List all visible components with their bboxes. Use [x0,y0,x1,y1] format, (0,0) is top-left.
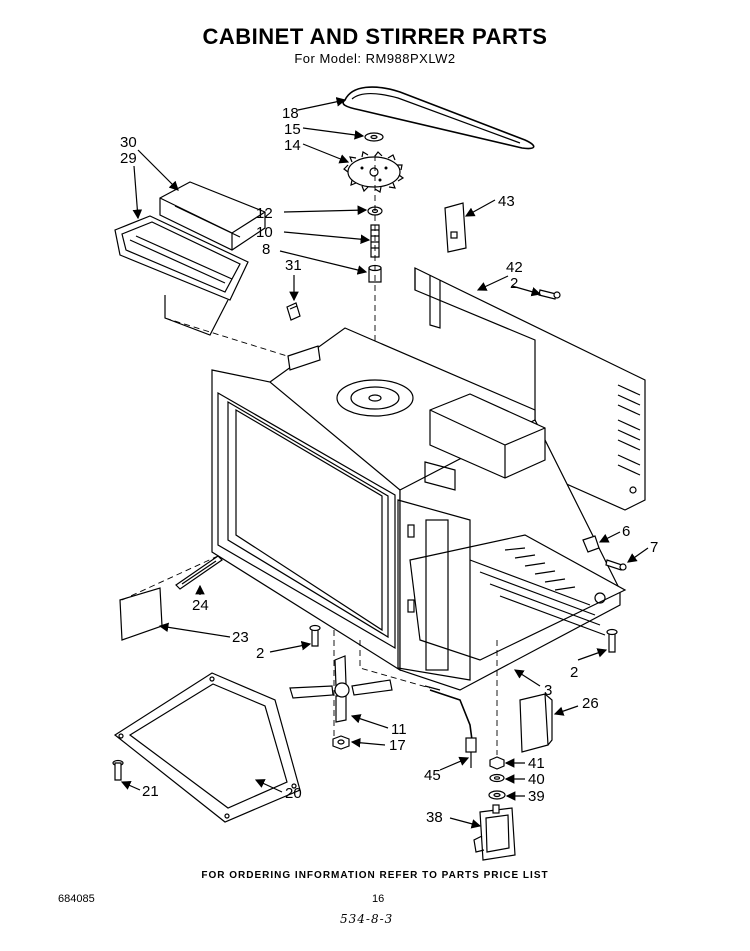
part-24-strip [175,555,223,590]
screw-2-rear [538,289,561,300]
callout-39: 39 [528,788,545,805]
callout-labels: 18 15 14 30 29 12 10 8 31 43 42 2 6 7 24… [120,105,658,826]
part-38-motor [473,804,516,861]
callout-31: 31 [285,257,302,274]
part-31-clip [286,302,301,321]
page-title: CABINET AND STIRRER PARTS [202,24,548,49]
screw-2-right [606,628,618,653]
handwritten-note: 534-8-3 [340,912,394,926]
document-number: 684085 [58,893,95,905]
callout-20: 20 [285,785,302,802]
callout-3: 3 [544,682,552,699]
callout-41: 41 [528,755,545,772]
callout-21: 21 [142,783,159,800]
callout-10: 10 [256,224,273,241]
ordering-footer: FOR ORDERING INFORMATION REFER TO PARTS … [201,870,549,881]
part-21-screw [112,759,124,781]
callout-12: 12 [256,205,273,222]
callout-29: 29 [120,150,137,167]
callout-45: 45 [424,767,441,784]
callout-42: 42 [506,259,523,276]
callout-2-left: 2 [256,645,264,662]
part-41-nut [489,756,505,770]
callout-2-right: 2 [570,664,578,681]
callout-6: 6 [622,523,630,540]
callout-24: 24 [192,597,209,614]
callout-8: 8 [262,241,270,258]
part-40-washer [489,773,505,783]
callout-11: 11 [391,721,407,738]
part-14-stirrer-blade [343,151,405,193]
page-number: 16 [372,893,385,905]
callout-18: 18 [282,105,299,122]
leader-lines [120,97,649,829]
part-11-fan-blade [289,655,393,723]
screw-7 [605,559,627,571]
part-29-vent-grille [114,215,301,361]
part-17-nut [332,735,350,750]
callout-43: 43 [498,193,515,210]
callout-14: 14 [284,137,301,154]
callout-7: 7 [650,539,658,556]
screw-2-left [309,624,321,647]
part-43-bracket [444,202,467,253]
callout-23: 23 [232,629,249,646]
callout-38: 38 [426,809,443,826]
model-subtitle: For Model: RM988PXLW2 [294,51,456,66]
callout-17: 17 [389,737,406,754]
part-20-tray [113,672,301,823]
part-26-shield [519,693,553,753]
part-15-washer [364,132,384,142]
part-30-vent-cover [159,181,266,251]
callout-40: 40 [528,771,545,788]
door-front-frame [217,391,471,681]
callout-30: 30 [120,134,137,151]
screw-6 [582,535,600,553]
part-45-sensor [424,685,477,768]
callout-2-rear: 2 [510,275,518,292]
callout-15: 15 [284,121,301,138]
part-42-rear-panel [414,267,646,511]
part-39-washer [488,790,506,800]
callout-26: 26 [582,695,599,712]
